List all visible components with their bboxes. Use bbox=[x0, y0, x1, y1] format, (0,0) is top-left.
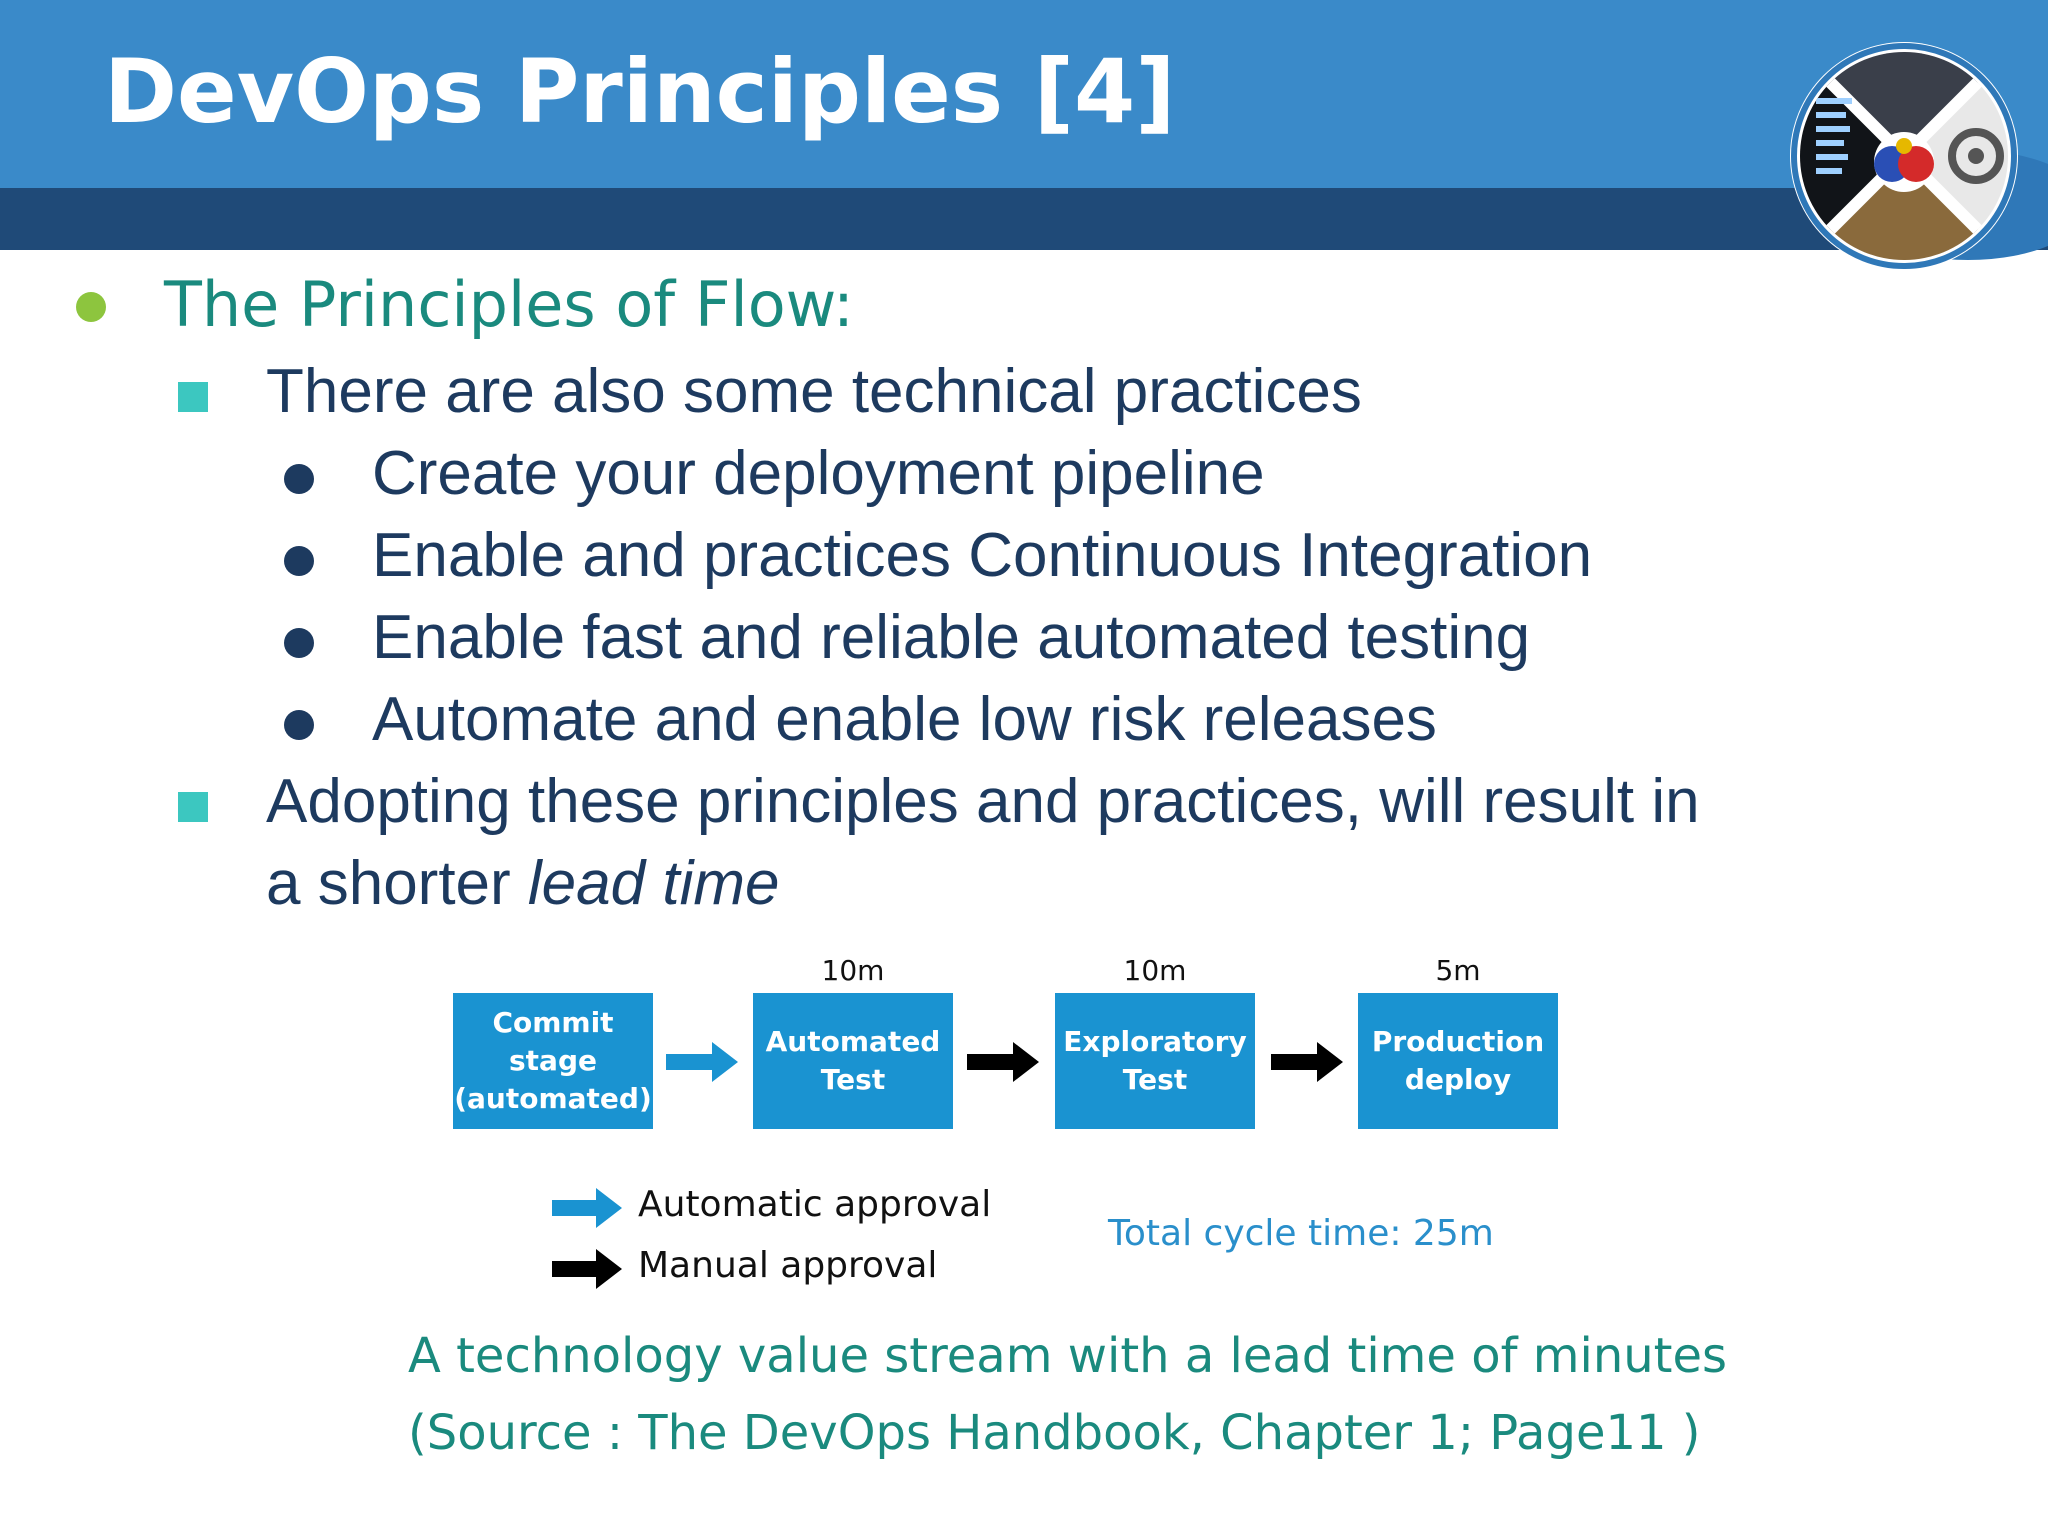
figure-caption: A technology value stream with a lead ti… bbox=[408, 1328, 1728, 1384]
stage-time: 10m bbox=[1123, 954, 1187, 987]
automatic-approval-arrow-icon bbox=[666, 1042, 738, 1082]
header-bar bbox=[0, 0, 2048, 188]
list-item-text: Create your deployment pipeline bbox=[372, 439, 1265, 508]
stage-box-automated-test: Automated Test bbox=[753, 993, 953, 1129]
manual-approval-arrow-icon bbox=[552, 1249, 622, 1289]
stage-box-exploratory-test: Exploratory Test bbox=[1055, 993, 1255, 1129]
stage-box-production-deploy: Production deploy bbox=[1358, 993, 1558, 1129]
list-item-text: There are also some technical practices bbox=[266, 357, 1362, 426]
university-logo bbox=[1790, 42, 2018, 270]
manual-approval-arrow-icon bbox=[967, 1042, 1039, 1082]
list-item-text: Automate and enable low risk releases bbox=[372, 685, 1437, 754]
section-heading: The Principles of Flow: bbox=[164, 268, 854, 341]
square-bullet-icon bbox=[178, 792, 208, 822]
stage-label: Production bbox=[1371, 1025, 1545, 1059]
stage-label: (automated) bbox=[454, 1081, 652, 1115]
legend-label: Manual approval bbox=[638, 1245, 938, 1286]
header-band bbox=[0, 188, 2048, 250]
lead-time-prefix: a shorter bbox=[266, 849, 528, 918]
bullet-dot-icon bbox=[76, 292, 106, 322]
slide-title: DevOps Principles [4] bbox=[104, 40, 1176, 143]
stage-label: Automated bbox=[765, 1025, 941, 1059]
stage-box-commit: Commit stage (automated) bbox=[453, 993, 653, 1129]
figure-source: (Source : The DevOps Handbook, Chapter 1… bbox=[408, 1405, 1701, 1461]
stage-label: Exploratory bbox=[1063, 1025, 1247, 1059]
stage-label: Test bbox=[820, 1063, 886, 1096]
bullet-dot-icon bbox=[284, 628, 314, 658]
automatic-approval-arrow-icon bbox=[552, 1188, 622, 1228]
square-bullet-icon bbox=[178, 382, 208, 412]
stage-time: 10m bbox=[821, 954, 885, 987]
stage-label: Test bbox=[1122, 1063, 1188, 1096]
bullet-dot-icon bbox=[284, 464, 314, 494]
stage-label: Commit stage bbox=[492, 1006, 614, 1078]
list-item-text: Adopting these principles and practices,… bbox=[266, 767, 1700, 836]
list-item-text: Enable fast and reliable automated testi… bbox=[372, 603, 1531, 672]
list-item-text: Enable and practices Continuous Integrat… bbox=[372, 521, 1593, 590]
total-cycle-time: Total cycle time: 25m bbox=[1108, 1213, 1494, 1254]
stage-time: 5m bbox=[1435, 954, 1481, 987]
lead-time-term: lead time bbox=[527, 849, 780, 918]
stage-label: deploy bbox=[1404, 1063, 1512, 1096]
list-item-text-continued: a shorter lead time bbox=[266, 844, 779, 925]
manual-approval-arrow-icon bbox=[1271, 1042, 1343, 1082]
bullet-dot-icon bbox=[284, 546, 314, 576]
bullet-dot-icon bbox=[284, 710, 314, 740]
legend-label: Automatic approval bbox=[638, 1184, 992, 1225]
